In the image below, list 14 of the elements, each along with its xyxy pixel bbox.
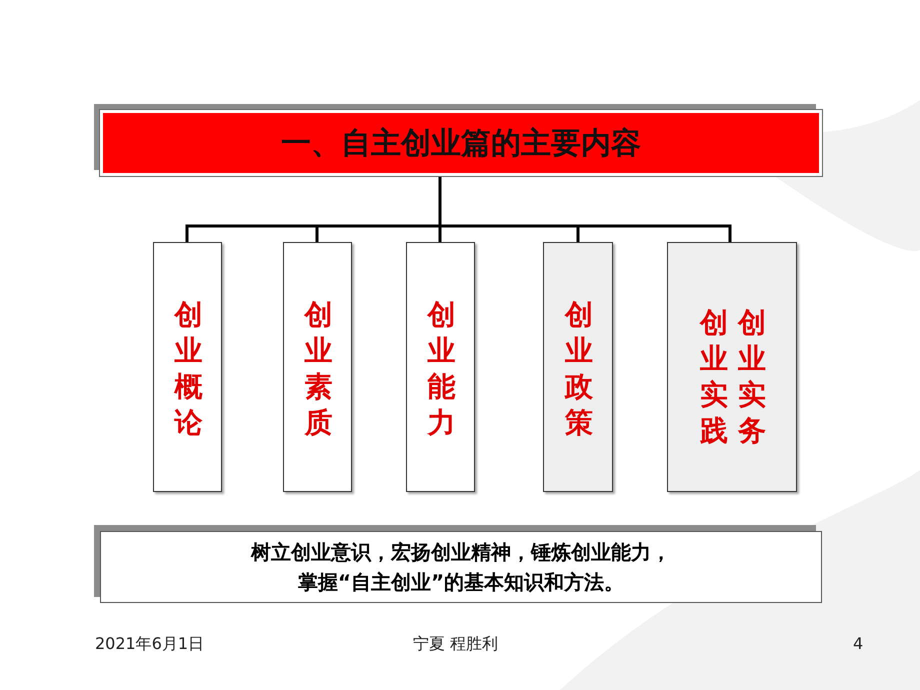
page-number: 4 [853, 634, 864, 653]
topic-label: 创业素质 [304, 297, 334, 441]
topic-box [283, 242, 352, 492]
author-text: 宁夏 程胜利 [413, 634, 498, 655]
date-text: 2021年6月1日 [95, 634, 204, 655]
topic-box [667, 242, 797, 492]
topic-label: 创业政策 [564, 297, 594, 441]
topic-box [153, 242, 222, 492]
topic-box [543, 242, 613, 492]
topic-label: 创业概论 [174, 297, 204, 441]
topic-label: 创业实践 [699, 305, 729, 449]
topic-label: 创业能力 [426, 297, 456, 441]
topic-label: 创业实务 [737, 305, 767, 449]
topic-box [406, 242, 475, 492]
